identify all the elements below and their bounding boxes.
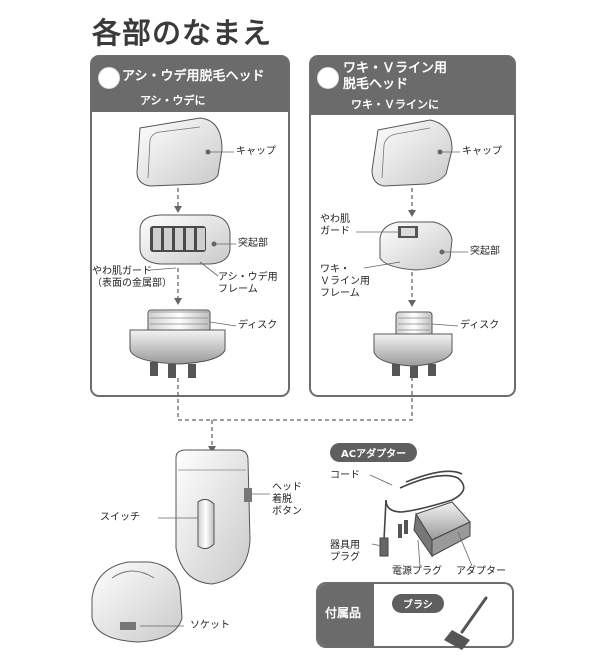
underarm-vline-icon <box>317 67 339 89</box>
leg-arm-head-name: アシ・ウデ用脱毛ヘッド <box>122 69 265 84</box>
underarm-vline-protrusion-label: 突起部 <box>470 246 500 257</box>
socket-label: ソケット <box>190 620 230 631</box>
accessories-panel: 付属品 <box>316 582 514 648</box>
leg-arm-frame-label: アシ・ウデ用 フレーム <box>218 272 278 295</box>
accessories-title-tab: 付属品 <box>318 584 374 646</box>
leg-arm-icon <box>98 67 120 89</box>
charging-stand <box>91 561 183 643</box>
leg-arm-disk <box>129 309 226 378</box>
leg-arm-protrusion-label: 突起部 <box>238 238 268 249</box>
underarm-vline-guard-label: やわ肌 ガード <box>320 214 350 237</box>
underarm-vline-disk <box>373 311 453 378</box>
ac-adapter-heading: ACアダプター <box>330 443 418 462</box>
underarm-vline-cap <box>371 119 453 187</box>
head-release-button-label: ヘッド 着脱 ボタン <box>272 482 302 517</box>
brush-illustration <box>444 596 488 650</box>
switch-label: スイッチ <box>100 512 140 523</box>
adapter-label: アダプター <box>456 566 506 577</box>
underarm-vline-head-name: ワキ・Ｖライン用 脱毛ヘッド <box>343 61 448 92</box>
appliance-plug-label: 器具用 プラグ <box>330 540 360 563</box>
leg-arm-frame <box>139 214 231 265</box>
underarm-vline-cap-label: キャップ <box>462 146 502 157</box>
accessories-title: 付属品 <box>325 606 362 620</box>
page-title: 各部のなまえ <box>92 16 273 50</box>
power-plug-label: 電源プラグ <box>392 566 442 577</box>
brush-label: ブラシ <box>392 594 444 613</box>
underarm-vline-head-usage: ワキ・Ｖラインに <box>351 98 439 111</box>
underarm-vline-head-header: ワキ・Ｖライン用 脱毛ヘッド ワキ・Ｖラインに <box>311 57 514 115</box>
underarm-vline-frame-label: ワキ・ Ｖライン用 フレーム <box>320 264 370 299</box>
leg-arm-head-usage: アシ・ウデに <box>140 94 206 107</box>
leader-lines <box>140 151 473 627</box>
underarm-vline-disk-label: ディスク <box>460 320 500 331</box>
epilator-body <box>175 449 252 585</box>
cord-label: コード <box>330 470 360 481</box>
assembly-arrows <box>177 188 413 448</box>
leg-arm-cap <box>136 117 223 187</box>
leg-arm-head-header: アシ・ウデ用脱毛ヘッド アシ・ウデに <box>92 57 288 112</box>
leg-arm-cap-label: キャップ <box>236 146 276 157</box>
leg-arm-disk-label: ディスク <box>238 320 278 331</box>
underarm-vline-frame <box>379 221 453 271</box>
leg-arm-guard-label: やわ肌ガード （表面の金属部） <box>92 266 172 289</box>
ac-adapter-illustration <box>379 470 471 558</box>
